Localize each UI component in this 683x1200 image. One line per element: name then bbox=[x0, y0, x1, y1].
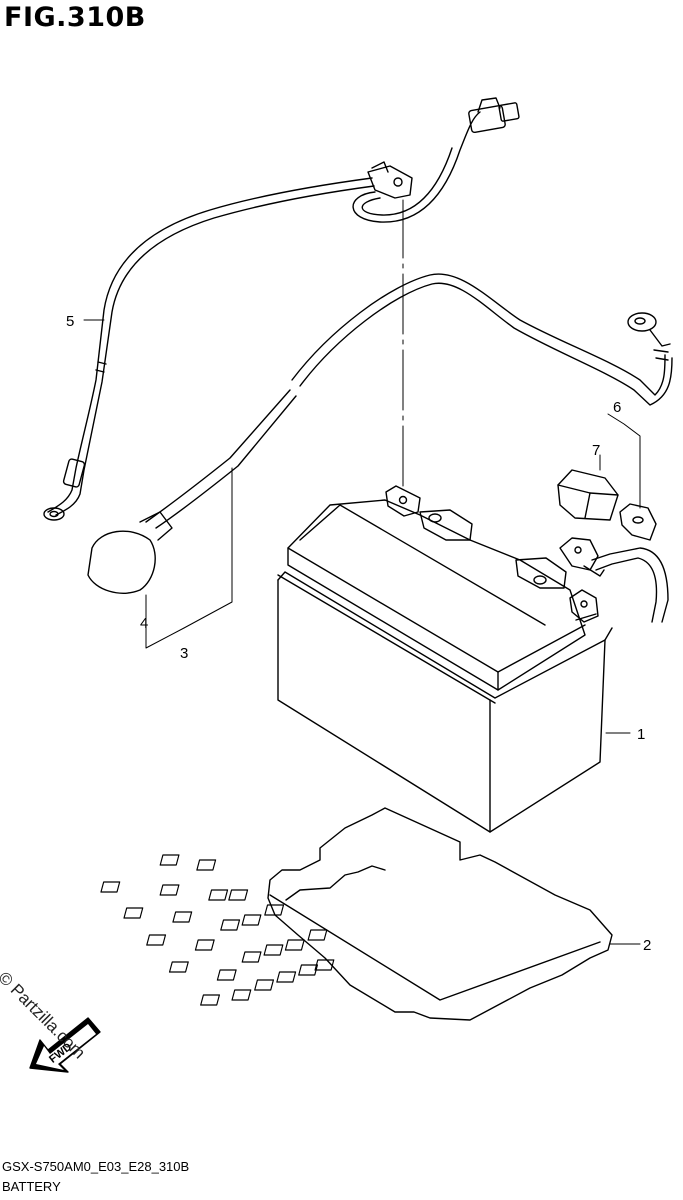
part-4-terminal-cover bbox=[87, 511, 173, 594]
leader-lines bbox=[83, 199, 641, 945]
diagram-code: GSX-S750AM0_E03_E28_310B bbox=[2, 1159, 190, 1174]
callout-2: 2 bbox=[643, 937, 651, 954]
part-7-cap bbox=[557, 469, 619, 521]
callout-4: 4 bbox=[140, 615, 148, 632]
part-3-positive-cable bbox=[145, 273, 673, 529]
part-6-terminal-bracket bbox=[559, 503, 669, 623]
part-2-tray bbox=[100, 807, 613, 1021]
callout-3: 3 bbox=[180, 645, 188, 662]
diagram-name: BATTERY bbox=[2, 1179, 61, 1194]
callout-1: 1 bbox=[637, 726, 645, 743]
callout-5: 5 bbox=[66, 313, 74, 330]
part-1-battery bbox=[277, 485, 613, 833]
callout-6: 6 bbox=[613, 399, 621, 416]
fwd-arrow-icon bbox=[29, 1017, 101, 1073]
part-5-negative-cable bbox=[43, 97, 520, 521]
callout-7: 7 bbox=[592, 442, 600, 459]
figure-title: FIG.310B bbox=[4, 2, 146, 33]
